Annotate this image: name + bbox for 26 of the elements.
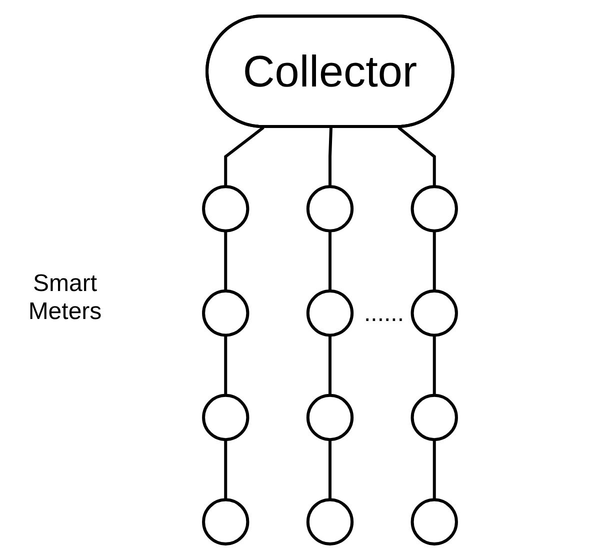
ellipsis-text: ...... xyxy=(364,300,406,328)
connector xyxy=(398,126,436,187)
connector xyxy=(224,230,228,292)
connector xyxy=(224,126,264,187)
connector xyxy=(224,440,228,500)
node-circle xyxy=(410,394,458,442)
node-circle xyxy=(410,290,458,337)
node-circle xyxy=(202,394,250,442)
connector xyxy=(328,335,332,396)
node-circle xyxy=(410,185,458,232)
connector xyxy=(224,335,228,396)
node-circle xyxy=(306,290,354,337)
node-circle xyxy=(306,185,354,232)
connector xyxy=(432,230,436,292)
node-circle xyxy=(306,394,354,442)
node-circle xyxy=(202,498,250,546)
node-circle xyxy=(202,290,250,337)
node-circle xyxy=(306,498,354,546)
connector xyxy=(328,127,332,187)
node-circle xyxy=(410,498,458,546)
side-label: Smart Meters xyxy=(27,270,103,326)
connector xyxy=(328,230,332,292)
node-circle xyxy=(202,185,250,232)
connector xyxy=(432,440,436,500)
connector xyxy=(432,335,436,396)
connector xyxy=(328,440,332,500)
